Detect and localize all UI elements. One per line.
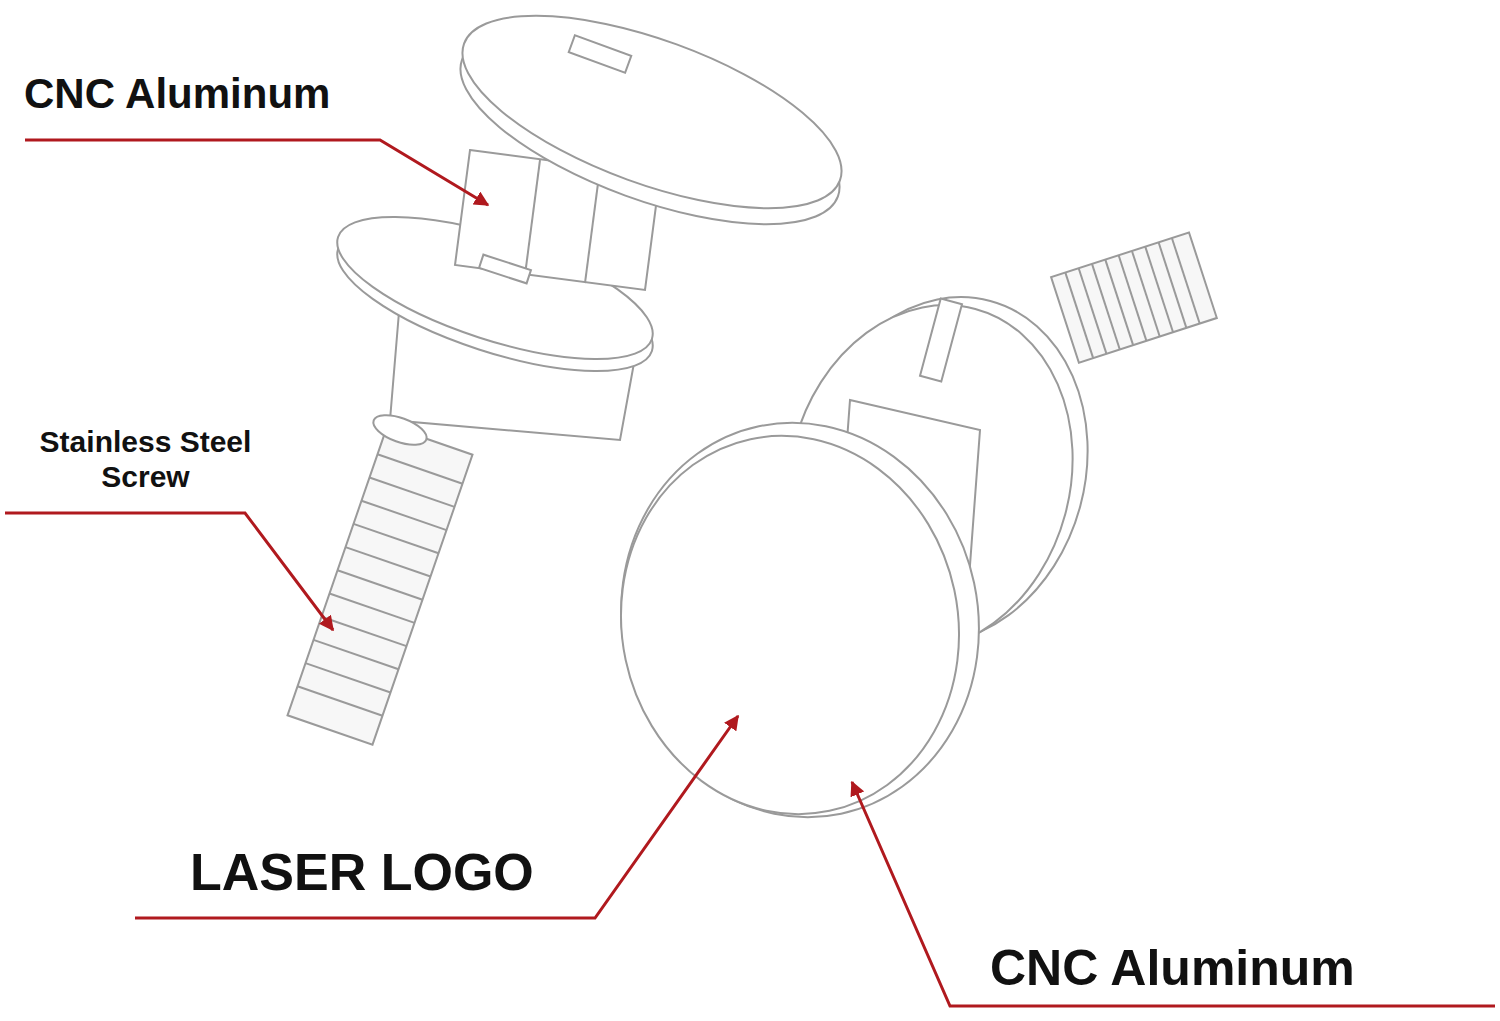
callout-label: Stainless Steel Screw	[8, 425, 283, 494]
leader-line	[5, 513, 333, 630]
callout-label: LASER LOGO	[190, 843, 534, 903]
leader-lines	[5, 140, 1495, 1006]
callout-label: CNC Aluminum	[24, 70, 330, 118]
callout-label: CNC Aluminum	[990, 940, 1355, 998]
leader-line	[25, 140, 488, 205]
front-bolt	[585, 232, 1217, 850]
leader-line	[135, 716, 738, 918]
leader-line	[852, 782, 1495, 1006]
